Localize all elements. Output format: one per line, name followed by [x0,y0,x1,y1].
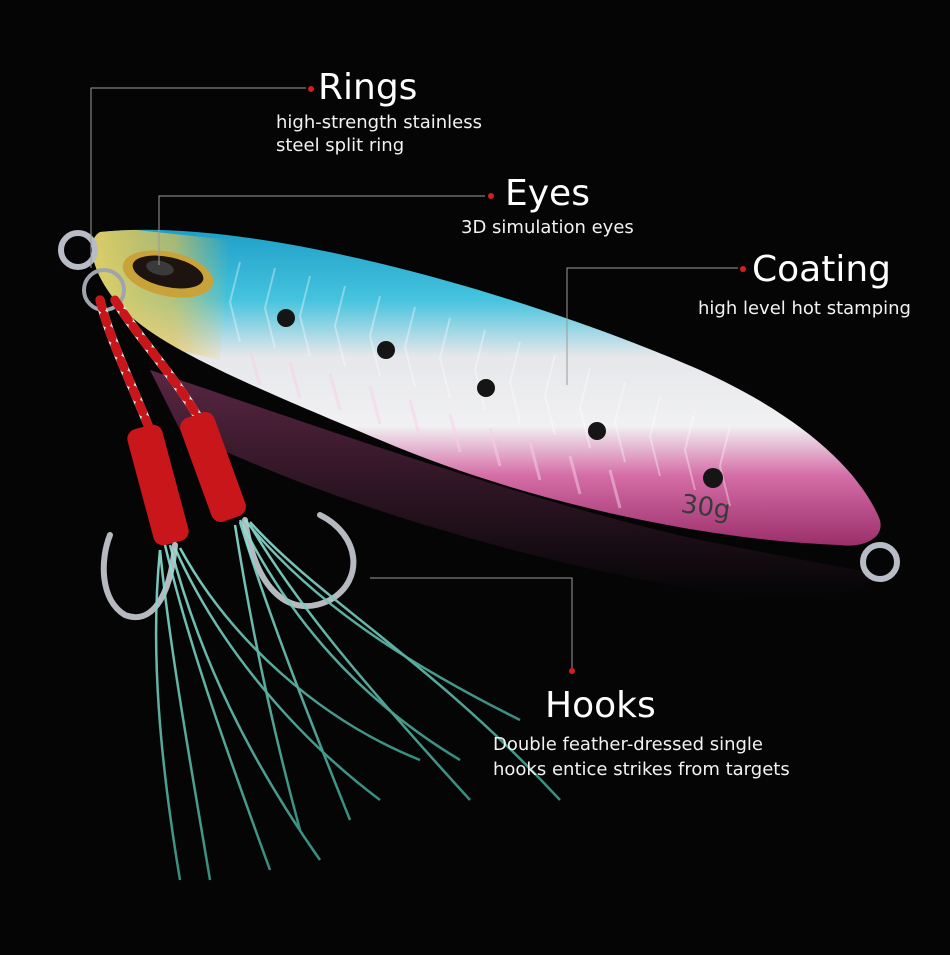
hooks-description-line-1: Double feather-dressed single [493,734,763,755]
feathers [154,519,561,881]
rings-leader-line [90,87,306,268]
assist-cords [95,295,205,435]
callout-leader-lines [90,87,738,668]
rings-title: Rings [318,67,418,108]
hooks-description-line-2: hooks entice strikes from targets [493,759,790,780]
coating-marker-dot [740,266,746,272]
lure-weight-label: 30g [679,489,732,526]
rings-description-line-2: steel split ring [276,135,405,156]
eyes-description: 3D simulation eyes [461,217,634,238]
eyes-leader-line [158,195,485,265]
rings-marker-dot [308,86,314,92]
coating-title: Coating [752,249,892,290]
hooks-title: Hooks [545,685,656,726]
tail-eyelet [860,542,900,582]
hooks [100,512,357,621]
eyes-marker-dot [488,193,494,199]
hooks-marker-dot [569,668,575,674]
thread-wraps [127,411,246,546]
coating-leader-line [566,267,738,385]
coating-description: high level hot stamping [698,298,911,319]
rings-description-line-1: high-strength stainless [276,112,482,133]
hooks-leader-line [370,577,573,668]
lure-eye [122,250,214,298]
lure-reflection [150,370,880,597]
eyes-title: Eyes [505,173,590,214]
